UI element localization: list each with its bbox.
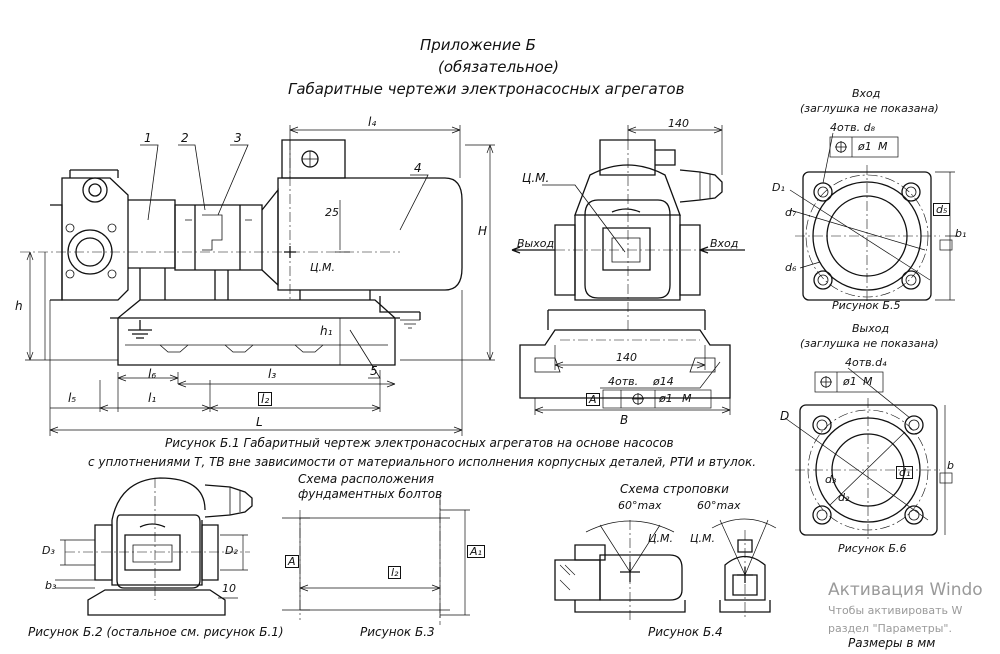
side-inlet-label: Вход [710,237,739,250]
fig2-D3: D₃ [42,544,55,557]
fig1-caption-line2: с уплотнениями Т, ТВ вне зависимости от … [88,455,757,469]
fig6-tol: ø1 [843,375,857,388]
fig3-A: A [285,555,299,568]
fig3-A1: A₁ [467,545,485,558]
callout-2: 2 [181,131,189,145]
fig1-caption-line1: Рисунок Б.1 Габаритный чертеж электронас… [165,436,674,450]
fig5-tol-mod: M [878,140,888,153]
side-tol-value: ø1 [659,392,673,405]
fig6-b: b [947,459,954,472]
activation-watermark-title: Активация Windo [828,580,983,600]
fig2-dim-10: 10 [222,582,236,595]
fig3-caption: Рисунок Б.3 [360,625,435,639]
fig5-D1: D₁ [772,181,785,194]
dim-l4: l₄ [368,115,377,129]
dim-l2: l₂ [258,392,273,406]
header-title: Приложение Б [420,36,536,54]
activation-watermark-line2: раздел "Параметры". [828,622,952,635]
sizes-note: Размеры в мм [848,636,936,650]
fig6-caption: Рисунок Б.6 [838,542,907,555]
dim-l1: l₁ [148,391,157,405]
fig5-caption: Рисунок Б.5 [832,299,901,312]
fig2-D2: D₂ [225,544,238,557]
fig3-title1: Схема расположения [298,472,434,486]
dim-l6: l₆ [148,367,157,381]
callout-5: 5 [370,364,378,378]
fig4-drawing [554,518,777,620]
fig5-d6: d₆ [785,261,797,274]
callout-4: 4 [414,161,422,175]
fig4-caption: Рисунок Б.4 [648,625,723,639]
side-tol-mod: M [682,392,692,405]
dim-H: H [478,224,488,238]
dim-L: L [256,415,263,429]
side-dim-140-top: 140 [668,117,689,130]
fig5-b1: b₁ [955,227,967,240]
fig6-tol-mod: M [863,375,873,388]
dim-h1: h₁ [320,324,333,338]
fig4-title: Схема строповки [620,482,729,496]
fig4-angle2: 60°max [697,499,741,512]
dim-h: h [15,299,23,313]
fig6-subtitle: (заглушка не показана) [800,337,939,350]
fig5-d7: d₇ [785,206,797,219]
fig6-title: Выход [852,322,890,335]
side-cm-label: Ц.М. [522,171,550,185]
fig3-drawing [282,495,470,625]
fig4-cm1: Ц.М. [648,532,674,545]
fig1-drawing [20,125,495,436]
side-view-drawing [511,125,745,415]
side-dim-B: B [620,413,629,427]
fig6-d2: d₂ [838,491,850,504]
fig6-d1: d₁ [896,466,914,479]
header-subtitle: (обязательное) [438,58,559,76]
fig2-b3: b₃ [45,579,57,592]
fig5-drawing [789,132,958,308]
dim-l3: l₃ [268,367,277,381]
fig2-drawing [55,477,253,616]
fig6-drawing [784,239,953,542]
fig4-angle1: 60°max [618,499,662,512]
side-hole-dia: ø14 [653,375,674,388]
activation-watermark-line1: Чтобы активировать W [828,604,963,617]
fig2-caption: Рисунок Б.2 (остальное см. рисунок Б.1) [28,625,284,639]
fig6-d3: d₃ [825,473,837,486]
fig5-title: Вход [852,87,881,100]
fig3-title2: фундаментных болтов [298,487,443,501]
callout-1: 1 [144,131,152,145]
fig5-tol: ø1 [858,140,872,153]
dim-25: 25 [325,206,339,219]
fig6-holes: 4отв.d₄ [845,356,887,369]
side-outlet-label: Выход [517,237,555,250]
fig5-d5: d₅ [933,203,951,216]
fig3-l2: l₂ [388,566,402,579]
fig4-cm2: Ц.М. [690,532,716,545]
fig5-holes: 4отв. d₈ [830,121,876,134]
side-holes-label: 4отв. [608,375,639,388]
side-dim-140-bottom: 140 [616,351,637,364]
header-description: Габаритные чертежи электронасосных агрег… [288,80,685,98]
dim-l5: l₅ [68,391,77,405]
callout-3: 3 [234,131,242,145]
fig1-cm-label: Ц.М. [310,261,336,274]
side-datum-A: A [586,393,600,406]
fig5-subtitle: (заглушка не показана) [800,102,939,115]
fig6-D: D [780,409,790,423]
